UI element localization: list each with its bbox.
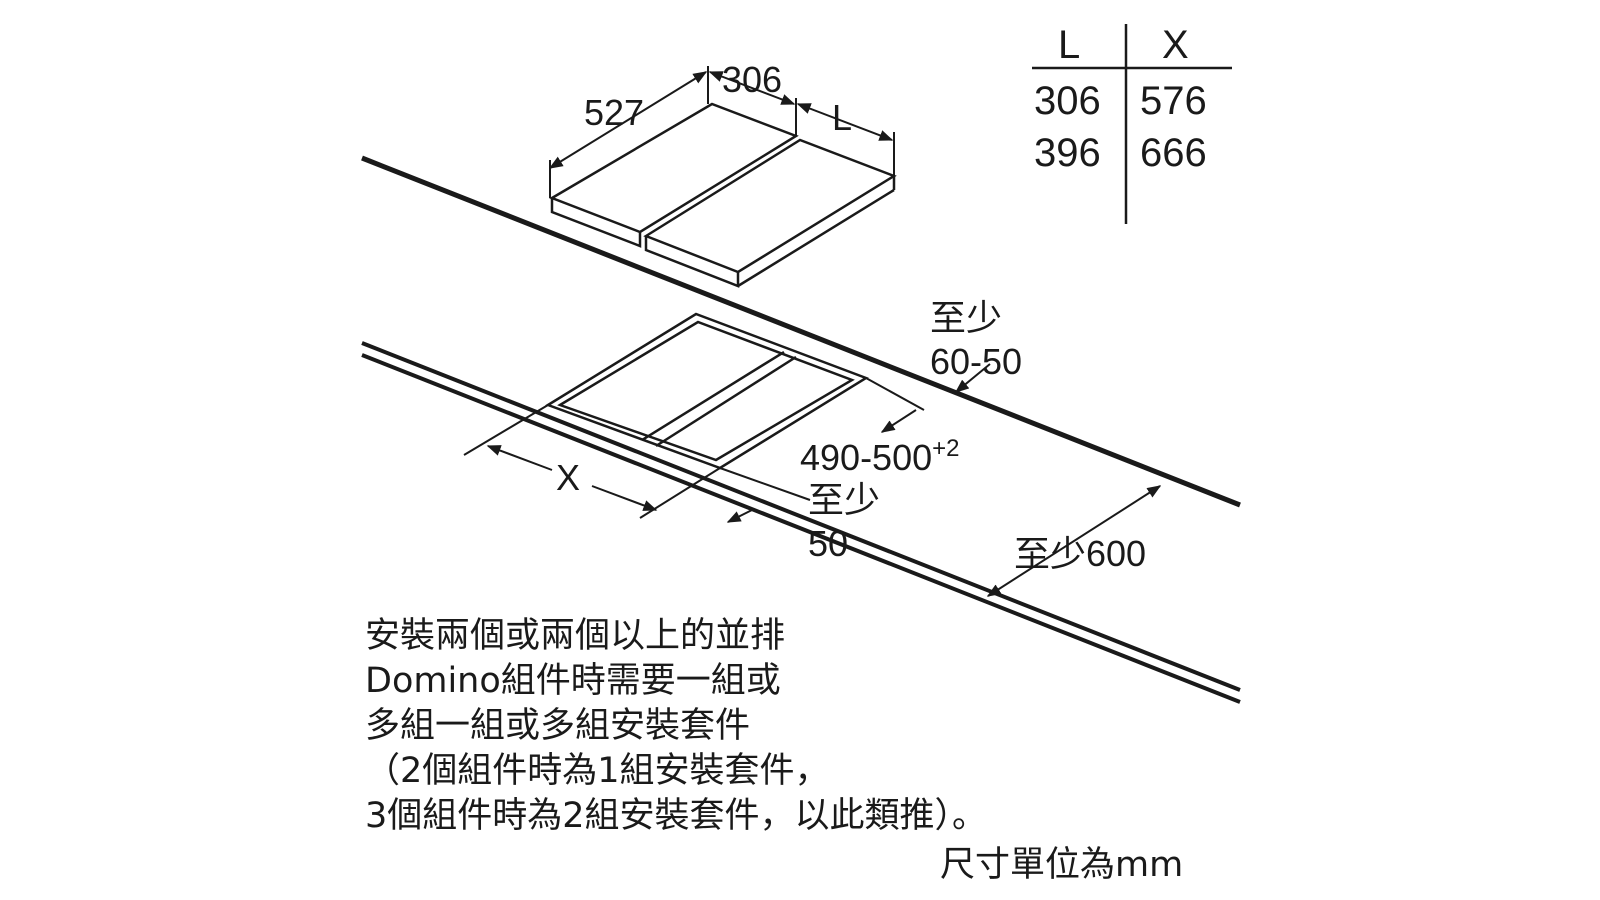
dim-L-label: L <box>832 97 852 138</box>
unit-label: 尺寸單位為mm <box>940 845 1184 885</box>
front-clearance-label: 至少 <box>808 479 880 520</box>
hob-module-right <box>643 138 897 288</box>
note-line: （2個組件時為1組安裝套件， <box>365 751 830 791</box>
dim-back-clearance-leader <box>954 363 991 393</box>
back-clearance-label: 至少 <box>930 297 1002 338</box>
table-header-X: X <box>1162 23 1189 67</box>
dim-X <box>463 404 721 519</box>
dim-front-clearance-leader <box>726 509 753 523</box>
table-cell-r2-L: 396 <box>1034 131 1101 175</box>
dim-X-label: X <box>556 457 580 498</box>
table-header-L: L <box>1058 23 1080 67</box>
note-line: Domino組件時需要一組或 <box>365 661 781 701</box>
worktop-front-edge-bottom <box>361 353 1241 704</box>
table-cell-r1-L: 306 <box>1034 79 1101 123</box>
dim-worktop-depth <box>986 485 1162 597</box>
front-clearance-value: 50 <box>808 523 848 564</box>
worktop-front-edge-top <box>361 341 1241 692</box>
table-cell-r2-X: 666 <box>1140 131 1207 175</box>
worktop-back-edge <box>361 155 1241 508</box>
installation-note: 安裝兩個或兩個以上的並排 Domino組件時需要一組或 多組一組或多組安裝套件 … <box>365 614 988 839</box>
dim-527 <box>548 66 709 198</box>
note-line: 多組一組或多組安裝套件 <box>365 706 751 746</box>
dim-L <box>796 103 895 176</box>
note-line: 安裝兩個或兩個以上的並排 <box>365 616 786 656</box>
dim-306 <box>708 71 797 136</box>
dimension-table <box>1032 24 1232 224</box>
dim-527-label: 527 <box>584 92 644 133</box>
worktop-depth-label: 至少600 <box>1014 533 1146 574</box>
dim-cutout-depth <box>719 377 925 501</box>
cutout-depth-value: 490-500+2 <box>800 435 960 478</box>
note-line: 3個組件時為2組安裝套件，以此類推）。 <box>365 796 988 836</box>
back-clearance-value: 60-50 <box>930 341 1022 382</box>
table-cell-r1-X: 576 <box>1140 79 1207 123</box>
dim-306-label: 306 <box>722 59 782 100</box>
